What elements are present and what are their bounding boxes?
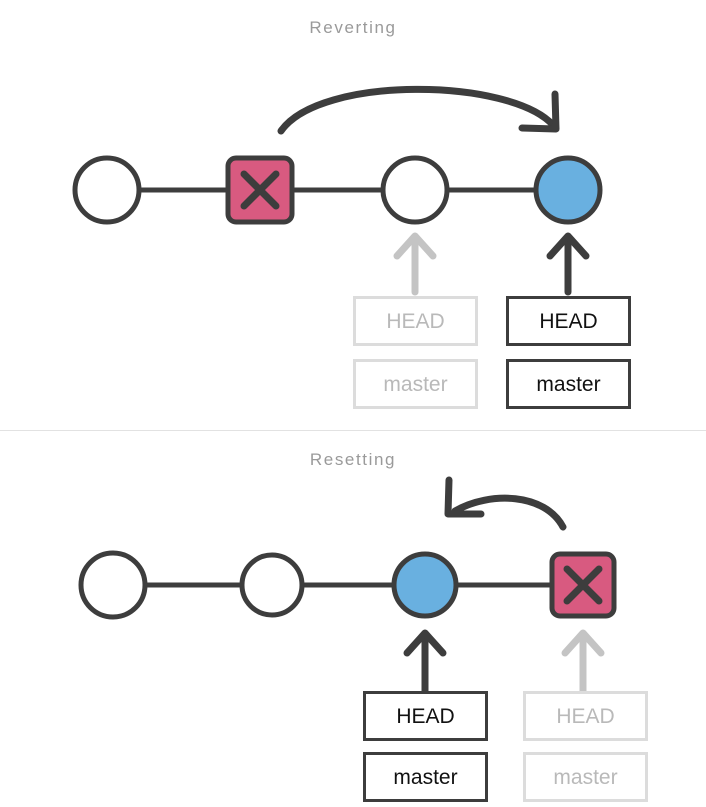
panel-title-reverting: Reverting [309,18,397,37]
panel-divider [0,430,706,431]
reset-arc-arrow-curve [451,494,567,531]
panel-resetting: Resetting HEAD master HEAD master [0,431,706,807]
ref-box-head-before[interactable]: HEAD [353,296,478,346]
ref-box-master-after[interactable]: master [506,359,631,409]
head-pointer-arrow-before-head-icon [561,629,605,657]
commit-node-0[interactable] [72,155,142,225]
commit-node-3-current[interactable] [533,155,603,225]
ref-label: master [383,372,448,396]
ref-box-master-before[interactable]: master [523,752,648,802]
commit-node-0[interactable] [78,550,148,620]
ref-label: HEAD [556,704,615,728]
commit-node-2-current[interactable] [391,551,459,619]
revert-arc-arrow-curve [277,85,557,135]
x-icon [240,170,280,210]
commit-node-1[interactable] [239,552,305,618]
commit-node-2[interactable] [380,155,450,225]
ref-label: HEAD [386,309,445,333]
ref-box-head-before[interactable]: HEAD [523,691,648,741]
panel-title-resetting: Resetting [309,450,397,469]
ref-label: master [553,765,618,789]
ref-box-master-before[interactable]: master [353,359,478,409]
ref-label: master [536,372,601,396]
ref-label: HEAD [539,309,598,333]
head-pointer-arrow-after-head-icon [403,629,447,657]
reset-arc-arrowhead-icon [444,476,485,518]
ref-box-head-after[interactable]: HEAD [506,296,631,346]
ref-box-master-after[interactable]: master [363,752,488,802]
panel-reverting: Reverting HEAD master HEAD master [72,18,631,409]
ref-label: HEAD [396,704,455,728]
commit-graph-resetting [78,476,617,695]
revert-arc-arrowhead-icon [518,90,560,133]
ref-box-head-after[interactable]: HEAD [363,691,488,741]
head-pointer-arrow-before-head-icon [393,232,437,260]
commit-graph-reverting [72,85,603,296]
head-pointer-arrow-after-head-icon [546,232,590,260]
ref-label: master [393,765,458,789]
x-icon [563,565,603,605]
